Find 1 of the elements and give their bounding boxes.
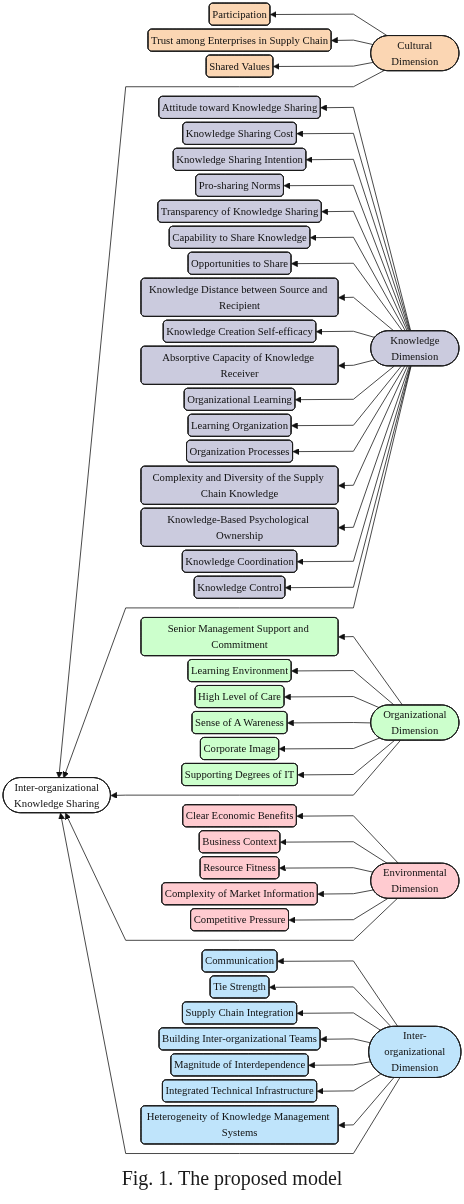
- caption: Fig. 1. The proposed model: [121, 1166, 343, 1190]
